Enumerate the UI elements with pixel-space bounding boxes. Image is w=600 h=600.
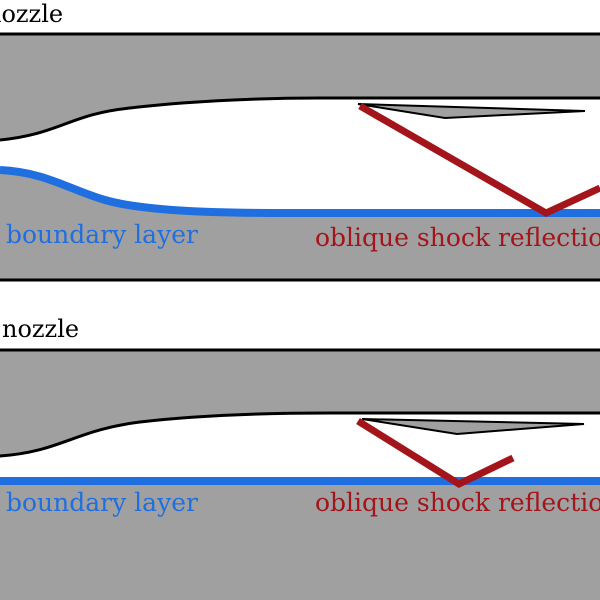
- panel-top-flow-region: [0, 98, 600, 213]
- panel-bottom-nozzle-wall: [0, 411, 600, 458]
- panel-top-nozzle-wall: [0, 96, 600, 142]
- panel-top: nozzle boundary layer oblique shock refl…: [0, 0, 600, 282]
- panel-bottom-oblique-shock: [356, 418, 515, 488]
- panel-top-oblique-shock: [358, 102, 600, 217]
- panel-bottom: nozzle boundary layer oblique shock refl…: [0, 315, 600, 600]
- panel-top-boundary-layer-label: boundary layer: [6, 220, 198, 249]
- panel-bottom-title: nozzle: [2, 315, 79, 343]
- panel-bottom-wedge: [361, 418, 585, 436]
- panel-bottom-boundary-layer-label: boundary layer: [6, 488, 198, 517]
- panel-top-title: nozzle: [0, 0, 63, 28]
- panel-top-wedge: [357, 103, 586, 120]
- panel-top-boundary-layer: [0, 166, 600, 217]
- panel-top-shock-label: oblique shock reflection: [315, 223, 600, 252]
- panel-bottom-shock-label: oblique shock reflection: [315, 488, 600, 517]
